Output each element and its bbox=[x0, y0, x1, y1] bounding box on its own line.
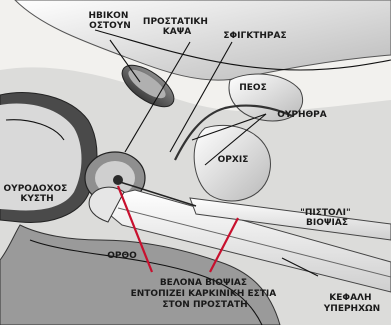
tumor-focus bbox=[113, 175, 123, 185]
label-sphincter: ΣΦΙΓΚΤΗΡΑΣ bbox=[223, 31, 286, 41]
label-penis: ΠΕΟΣ bbox=[239, 83, 266, 93]
label-ultrasound-head: ΚΕΦΑΛΗ ΥΠΕΡΗΧΩΝ bbox=[323, 293, 380, 314]
label-rectum: ΟΡΘΟ bbox=[107, 251, 137, 261]
label-urethra: ΟΥΡΗΘΡΑ bbox=[277, 110, 327, 120]
label-pubic-bone: ΗΒΙΚΟΝ ΟΣΤΟΥΝ bbox=[88, 11, 131, 31]
label-biopsy-gun: "ΠΙΣΤΟΛΙ" ΒΙΟΨΙΑΣ bbox=[300, 208, 354, 228]
label-testis: ΟΡΧΙΣ bbox=[218, 155, 249, 165]
